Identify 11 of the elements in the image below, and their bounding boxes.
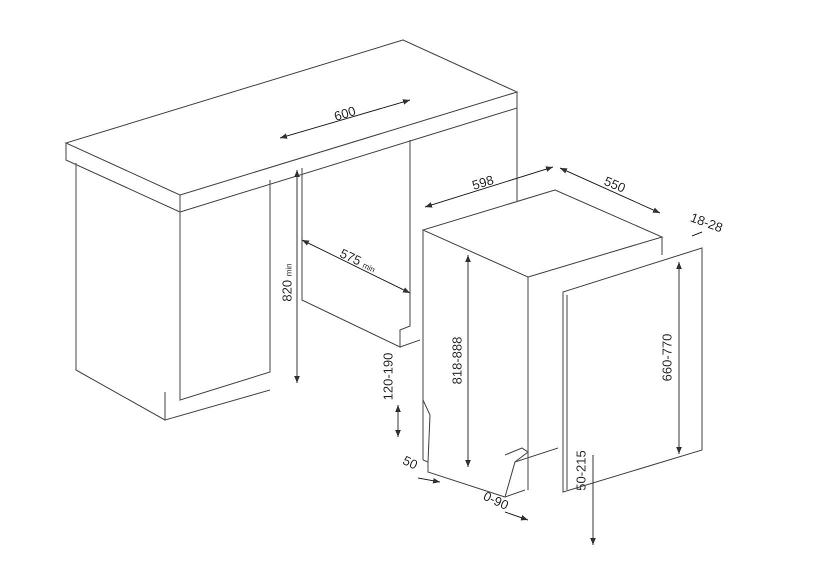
dimension-label: 18-28 xyxy=(688,210,724,234)
dimension-label: 550 xyxy=(602,174,628,194)
dimension-label: 120-190 xyxy=(381,352,394,400)
dimension-label: 660-770 xyxy=(660,333,674,381)
dimension-label: 600 xyxy=(332,104,358,122)
dimension-label: 598 xyxy=(470,172,496,192)
dimension-label: 50 xyxy=(400,453,420,471)
dimension-label: 575 $_{min}$ xyxy=(338,246,378,274)
dimension-label: 0-90 xyxy=(481,488,511,512)
dimension-label: 818-888 xyxy=(450,336,464,384)
dimension-label: 50-215 xyxy=(574,450,588,490)
